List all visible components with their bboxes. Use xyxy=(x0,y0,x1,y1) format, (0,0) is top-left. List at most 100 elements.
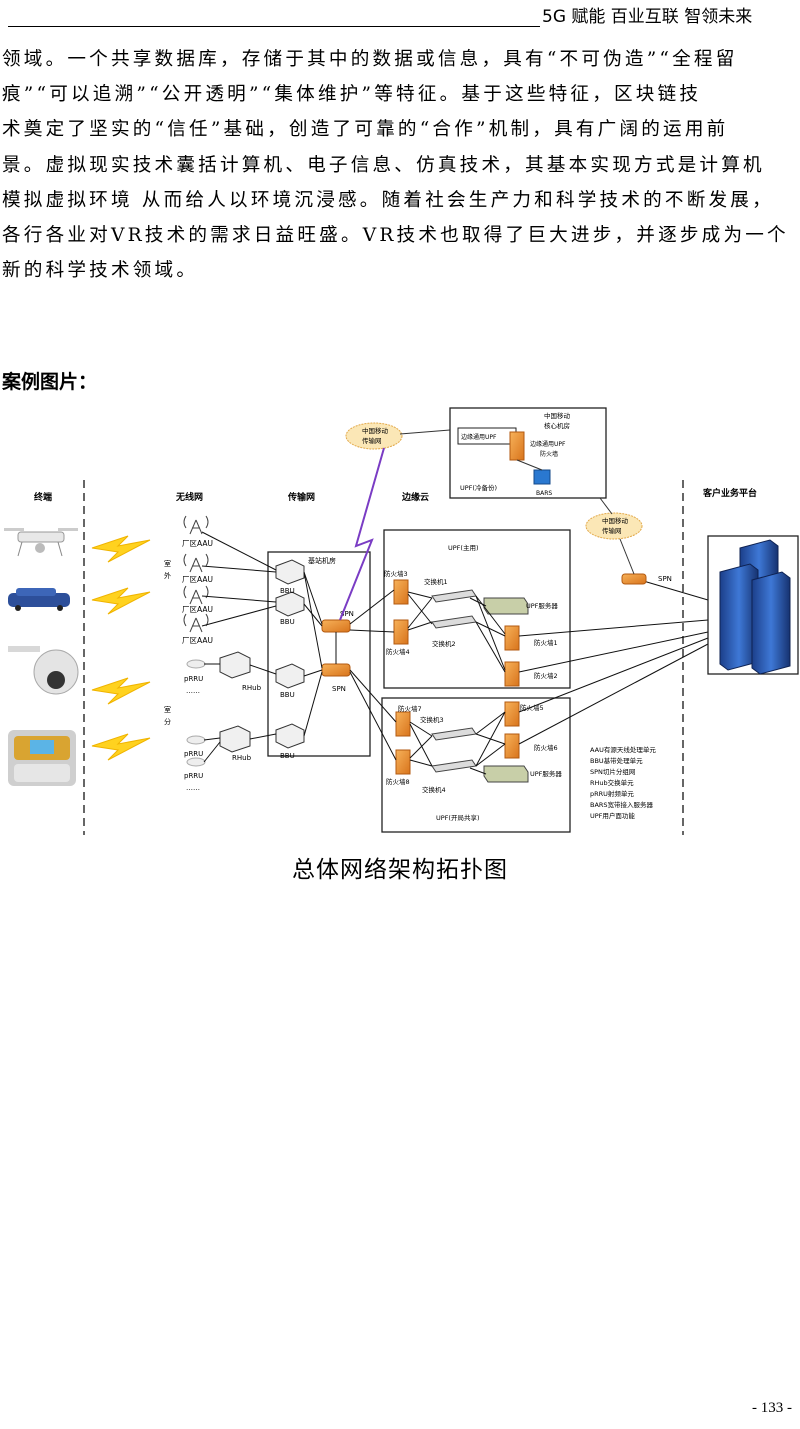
core-to-cloud2-link xyxy=(599,497,613,515)
bbu-icons xyxy=(275,559,305,749)
upf-server-label: UPF服务器 xyxy=(526,601,558,610)
bbu-label: BBU xyxy=(280,691,295,699)
spn-label: SPN xyxy=(658,575,672,583)
edge-upf-label: 边缘通用UPF xyxy=(461,433,497,441)
body-line: 景。虚拟现实技术囊括计算机、电子信息、仿真技术，其基本实现方式是计算机 xyxy=(2,154,765,176)
spn-router-icons xyxy=(321,619,351,677)
legend-item: SPN切片分组网 xyxy=(590,767,635,776)
prru-label: pRRU xyxy=(184,772,203,780)
cloud-to-core-link xyxy=(399,429,451,435)
wireless-backhaul-bolt xyxy=(339,447,385,621)
upf-cold-label: UPF(冷备份) xyxy=(460,483,497,492)
bbu-label: BBU xyxy=(280,618,295,626)
spn-label: SPN xyxy=(340,610,354,618)
prru-label: pRRU xyxy=(184,750,203,758)
indoor-label: 分 xyxy=(164,717,171,726)
edge-links xyxy=(349,589,506,775)
legend-item: RHub交换单元 xyxy=(590,778,634,787)
diagram-legend: AAU有源天线处理单元 BBU基带处理单元 SPN切片分组网 RHub交换单元 … xyxy=(590,745,656,820)
column-title-transport: 传输网 xyxy=(287,491,315,503)
bars-icon xyxy=(533,469,551,485)
core-room-box xyxy=(449,407,607,499)
core-firewall-label: 防火墙 xyxy=(540,450,558,458)
prru-dots: …… xyxy=(186,784,200,792)
body-line: 新的科学技术领域。 xyxy=(2,260,199,282)
mobile-transport-cloud: 中国移动 传输网 xyxy=(345,422,403,450)
aau-label: 厂区AAU xyxy=(182,539,213,548)
page-header-title: 5G 赋能 百业互联 智领未来 xyxy=(542,7,753,27)
column-title-wireless: 无线网 xyxy=(175,491,203,503)
switch-label: 交换机4 xyxy=(422,785,446,794)
prru-dots: …… xyxy=(186,687,200,695)
column-separators xyxy=(83,480,684,835)
base-station-room-label: 基站机房 xyxy=(308,556,336,565)
indoor-label: 室 xyxy=(164,705,171,714)
core-internal-link xyxy=(516,459,543,471)
core-firewall-label: 边缘通用UPF xyxy=(530,440,566,448)
core-room-label: 核心机房 xyxy=(544,421,570,430)
body-line: 领域。一个共享数据库，存储于其中的数据或信息，具有“不可伪造”“全程留 xyxy=(2,49,738,70)
rhub-icons xyxy=(219,651,251,753)
cloud2-to-spn-link xyxy=(619,538,635,575)
radio-links xyxy=(201,531,337,763)
upf-main-box xyxy=(383,529,571,689)
customer-platform-box xyxy=(707,535,799,675)
switch-icons xyxy=(431,589,477,773)
base-station-room-box xyxy=(267,551,371,757)
aau-label: 厂区AAU xyxy=(182,575,213,584)
drone-image xyxy=(4,528,78,557)
firewall-icons xyxy=(393,579,520,775)
figure-caption: 总体网络架构拓扑图 xyxy=(292,857,508,883)
upf-shared-box xyxy=(381,697,571,833)
cloud-text: 传输网 xyxy=(602,526,622,535)
column-title-edge: 边缘云 xyxy=(401,491,429,503)
core-firewall-icon xyxy=(509,431,525,461)
vehicle-image xyxy=(8,588,70,611)
rhub-label: RHub xyxy=(232,754,252,762)
cloud-text: 中国移动 xyxy=(602,516,629,525)
legend-item: pRRU射频单元 xyxy=(590,789,634,798)
legend-item: BARS宽带接入服务器 xyxy=(590,800,654,809)
mobile-transport-cloud-2: 中国移动 传输网 xyxy=(585,512,643,540)
upf-server-icons xyxy=(483,597,529,783)
legend-item: AAU有源天线处理单元 xyxy=(590,745,656,754)
server-cluster-icon xyxy=(719,539,791,675)
switch-label: 交换机2 xyxy=(432,639,456,648)
upf-main-label: UPF(主用) xyxy=(448,543,479,552)
robot-image xyxy=(8,730,76,786)
rhub-label: RHub xyxy=(242,684,262,692)
switch-label: 交换机1 xyxy=(424,577,448,586)
upf-shared-label: UPF(开局共享) xyxy=(436,813,480,822)
firewall-label: 防火墙6 xyxy=(534,743,558,752)
case-label: 案例图片： xyxy=(2,371,98,393)
spn-label: SPN xyxy=(332,685,346,693)
cloud-text: 传输网 xyxy=(362,436,382,445)
aau-label: 厂区AAU xyxy=(182,636,213,645)
legend-item: BBU基带处理单元 xyxy=(590,756,643,765)
body-paragraph: 领域。一个共享数据库，存储于其中的数据或信息，具有“不可伪造”“全程留 痕”“可… xyxy=(2,42,798,288)
spn-router-right-icon xyxy=(621,573,647,585)
bars-label: BARS xyxy=(536,490,552,497)
header-rule xyxy=(8,26,540,27)
bbu-label: BBU xyxy=(280,587,295,595)
switch-label: 交换机3 xyxy=(420,715,444,724)
outdoor-label: 外 xyxy=(164,571,171,580)
outdoor-label: 室 xyxy=(164,559,171,568)
firewall-label: 防火墙4 xyxy=(386,647,410,656)
aau-label: 厂区AAU xyxy=(182,605,213,614)
bbu-label: BBU xyxy=(280,752,295,760)
prru-label: pRRU xyxy=(184,675,203,683)
firewall-label: 防火墙1 xyxy=(534,638,558,647)
network-topology-diagram: 终端 无线网 传输网 边缘云 客户业务平台 室 外 室 分 xyxy=(4,407,799,835)
platform-links xyxy=(518,579,709,745)
column-title-terminal: 终端 xyxy=(33,491,52,503)
wireless-signal-bolts xyxy=(91,535,151,761)
camera-image xyxy=(8,646,79,695)
body-line: 术奠定了坚实的“信任”基础，创造了可靠的“合作”机制，具有广阔的运用前 xyxy=(2,119,729,141)
column-title-customer: 客户业务平台 xyxy=(702,487,757,499)
firewall-label: 防火墙2 xyxy=(534,671,558,680)
prru-icons xyxy=(186,659,206,767)
legend-item: UPF用户面功能 xyxy=(590,811,635,820)
body-line: 模拟虚拟环境 从而给人以环境沉浸感。随着社会生产力和科学技术的不断发展， xyxy=(2,189,774,211)
page-number: - 133 - xyxy=(752,1400,792,1416)
